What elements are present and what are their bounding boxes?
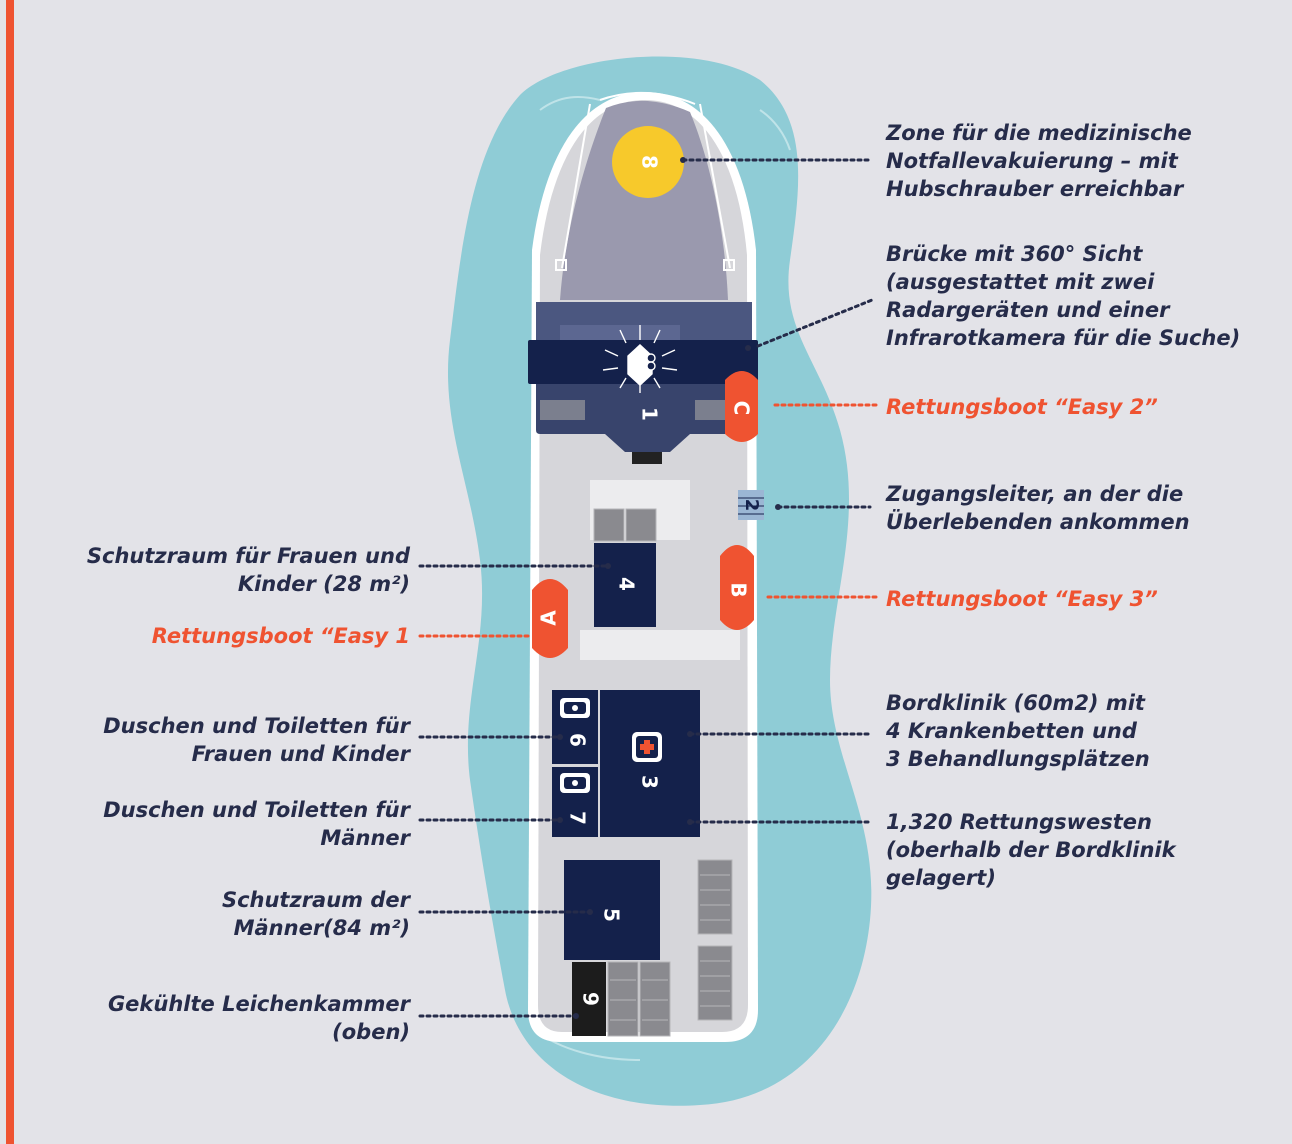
zone-4-room [594, 543, 656, 627]
lifeboat-b-letter: B [727, 582, 751, 597]
zone-1-number: 1 [638, 407, 662, 421]
ladder-2-number: 2 [741, 499, 762, 512]
label-vests: 1,320 Rettungswesten(oberhalb der Bordkl… [886, 810, 1176, 890]
label-easy-3: Rettungsboot “Easy 3” [886, 587, 1158, 611]
lifeboat-c-letter: C [730, 401, 754, 416]
zone-8-number: 8 [638, 155, 662, 169]
zone-6-number: 6 [566, 733, 590, 747]
lifeboat-b [720, 545, 754, 630]
lifeboat-a-letter: A [537, 610, 561, 626]
label-easy-2: Rettungsboot “Easy 2” [886, 395, 1158, 419]
leader-dots [557, 157, 781, 1019]
storage-crates-top [593, 508, 657, 542]
accent-bar [6, 0, 14, 1144]
zone-3-number: 3 [638, 775, 662, 789]
zone-5-room [564, 860, 660, 960]
ladder-2 [738, 490, 764, 520]
leader-lines [418, 158, 874, 1018]
label-bridge: Brücke mit 360° Sicht(ausgestattet mit z… [886, 242, 1241, 350]
zone-9-morgue [572, 962, 606, 1036]
zone-5-number: 5 [600, 908, 624, 922]
zone-9-number: 9 [579, 992, 603, 1006]
storage-crates-side [607, 859, 733, 1037]
label-morgue: Gekühlte Leichenkammer(oben) [107, 992, 410, 1044]
zone-7-number: 7 [566, 811, 590, 825]
lifeboat-a [532, 579, 568, 658]
zone-4-number: 4 [615, 577, 639, 591]
helideck [560, 100, 728, 300]
leader-lines-lifeboats [418, 403, 882, 638]
bridge-radar-icon [602, 325, 678, 393]
zone-8-circle [612, 126, 684, 198]
label-easy-1: Rettungsboot “Easy 1 [151, 624, 410, 648]
zone-3-clinic [600, 690, 700, 837]
lifeboat-c [725, 371, 758, 442]
